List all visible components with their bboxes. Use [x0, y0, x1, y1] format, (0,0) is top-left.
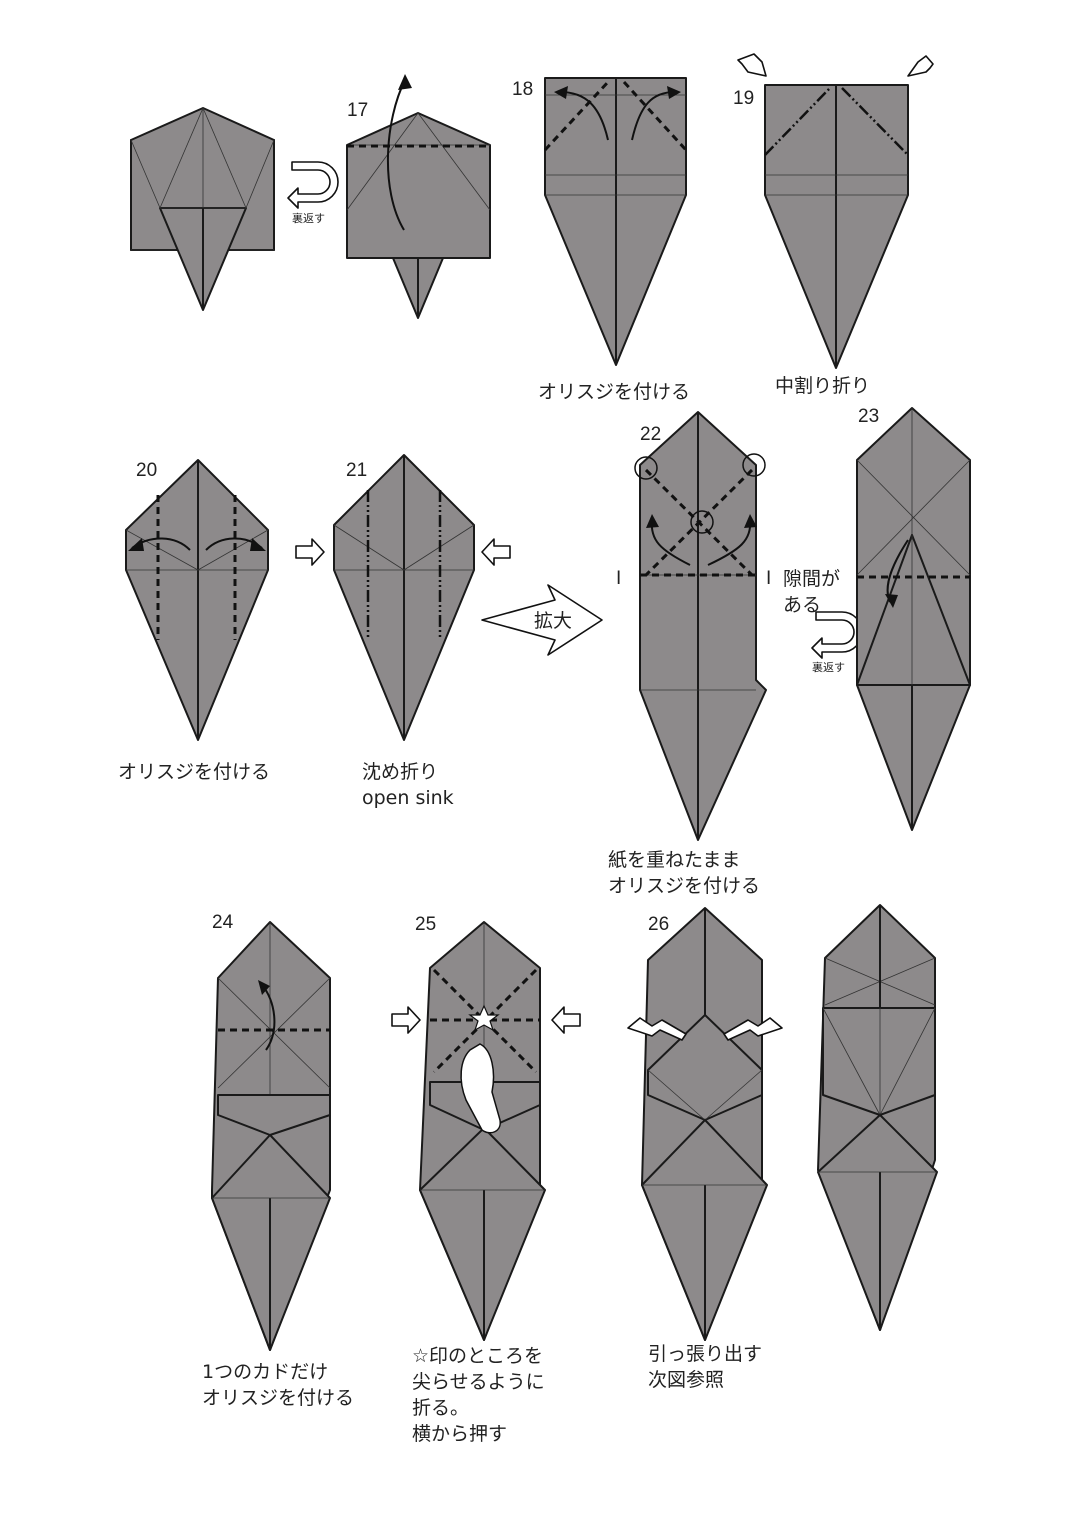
- step-caption: オリスジを付ける: [538, 381, 690, 403]
- step-number: 25: [415, 914, 436, 935]
- step-caption-line2: オリスジを付ける: [202, 1387, 354, 1409]
- figure-23: 23: [856, 406, 971, 831]
- step-caption-line3: 折る。: [412, 1397, 469, 1419]
- turn-over-label: 裏返す: [812, 660, 845, 674]
- step-caption: オリスジを付ける: [118, 761, 270, 783]
- step-caption-line2: オリスジを付ける: [608, 875, 760, 897]
- figure-19: 19 中割り折り: [733, 53, 934, 397]
- step-number: 19: [733, 88, 754, 109]
- zoom-label: 拡大: [534, 610, 572, 632]
- push-arrow-icon: [481, 538, 511, 566]
- figure-26: 26 引っ張り出す 次図参照: [627, 907, 783, 1391]
- figure-22: 22 I I 紙を重ねたまま オリスジを付ける: [608, 411, 771, 897]
- step-number: 20: [136, 460, 157, 481]
- marker-label: I: [766, 568, 771, 589]
- step-caption: 沈め折り: [362, 761, 438, 783]
- step-number: 17: [347, 100, 368, 121]
- figure-21: 21 沈め折り open sink: [333, 454, 475, 809]
- figure-16: [130, 107, 275, 311]
- step-caption-line2: 尖らせるように: [412, 1371, 545, 1393]
- turn-over-icon: 裏返す: [811, 611, 863, 674]
- step-caption: 紙を重ねたまま: [608, 849, 740, 871]
- step-number: 18: [512, 79, 533, 100]
- figure-20: 20 オリスジを付ける: [118, 459, 270, 783]
- step-caption-line2: open sink: [362, 787, 454, 809]
- hand-icon: [460, 1043, 501, 1134]
- step-number: 23: [858, 406, 879, 427]
- marker-label: I: [616, 568, 621, 589]
- step-number: 24: [212, 912, 234, 933]
- zoom-arrow: 拡大: [481, 584, 603, 656]
- push-arrow-icon: [391, 1006, 421, 1034]
- step-number: 26: [648, 914, 669, 935]
- step-caption-line2: 次図参照: [648, 1369, 724, 1391]
- turn-over-label: 裏返す: [292, 211, 325, 225]
- step-caption: 引っ張り出す: [648, 1343, 762, 1365]
- figure-24: 24 1つのカドだけ オリスジを付ける: [202, 912, 354, 1409]
- step-caption: 1つのカドだけ: [202, 1361, 328, 1383]
- step-caption: ☆印のところを: [412, 1345, 543, 1367]
- push-arrow-icon: [551, 1006, 581, 1034]
- push-arrow-icon: [295, 538, 325, 566]
- figure-18: 18 オリスジを付ける: [512, 77, 690, 403]
- gap-note-line1: 隙間が: [783, 568, 840, 590]
- step-number: 22: [640, 424, 661, 445]
- gap-note-line2: ある: [783, 594, 821, 616]
- figure-27: [817, 904, 938, 1331]
- turn-over-icon: 裏返す: [287, 161, 339, 225]
- figure-17: 17: [346, 74, 491, 319]
- step-number: 21: [346, 460, 367, 481]
- figure-25: 25 ☆印のところを 尖らせるように 折る。 横から押す: [412, 914, 546, 1445]
- step-caption-line4: 横から押す: [412, 1423, 507, 1445]
- step-caption: 中割り折り: [775, 375, 870, 397]
